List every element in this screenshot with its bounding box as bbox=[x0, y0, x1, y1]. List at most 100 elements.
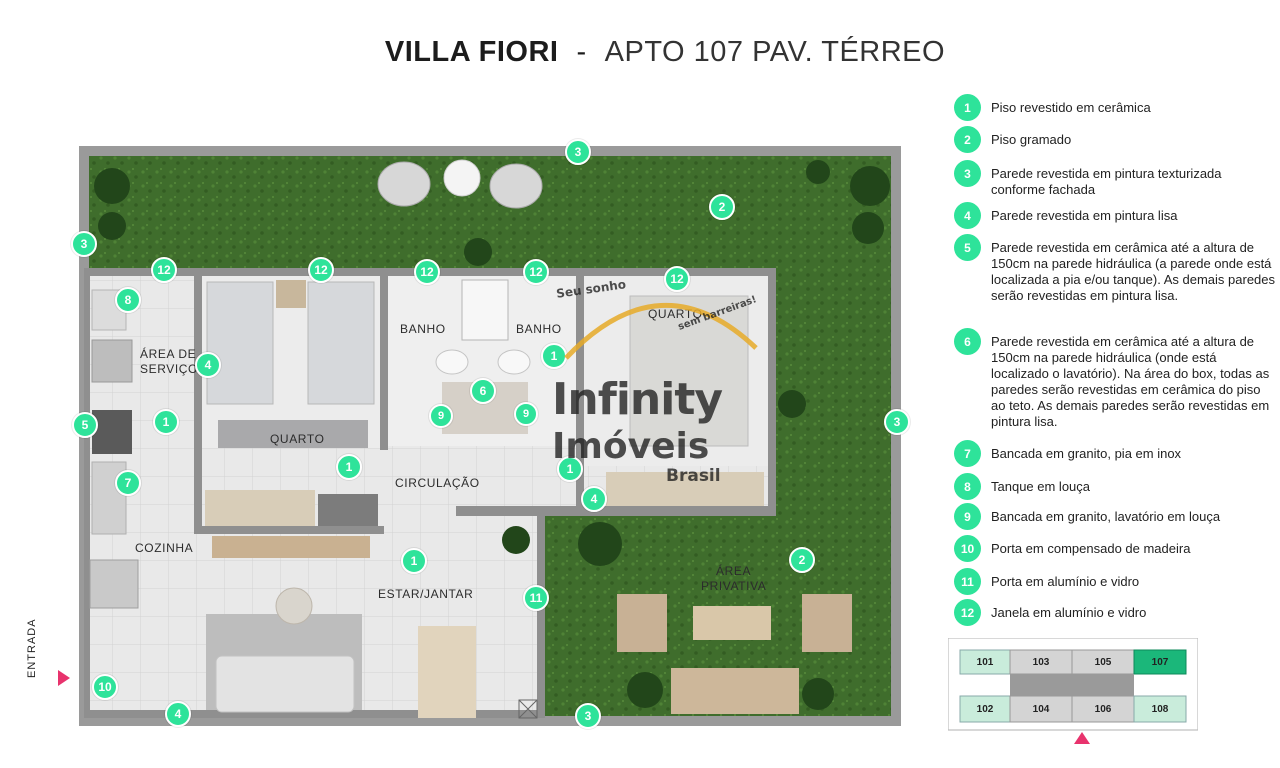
key-core bbox=[1010, 674, 1134, 696]
legend-badge: 9 bbox=[954, 503, 981, 530]
marker-12-c: 12 bbox=[414, 259, 440, 285]
key-unit-104: 104 bbox=[1032, 703, 1050, 715]
marker-12-e: 12 bbox=[664, 266, 690, 292]
legend-text: Piso gramado bbox=[991, 132, 1072, 147]
marker-3-top: 3 bbox=[565, 139, 591, 165]
legend-badge: 11 bbox=[954, 568, 981, 595]
marker-2-top: 2 bbox=[709, 194, 735, 220]
key-unit-105: 105 bbox=[1094, 656, 1112, 668]
marker-7: 7 bbox=[115, 470, 141, 496]
legend-badge: 10 bbox=[954, 535, 981, 562]
label-quarto-2: QUARTO bbox=[648, 307, 703, 321]
garden-table bbox=[443, 159, 481, 197]
legend-item-4: 4 Parede revestida em pintura lisa bbox=[954, 202, 1276, 229]
legend-item-2: 2 Piso gramado bbox=[954, 126, 1276, 153]
patio-sofa bbox=[671, 668, 799, 714]
marker-12-b: 12 bbox=[308, 257, 334, 283]
rug-bedroom-1 bbox=[218, 420, 368, 448]
marker-9-a: 9 bbox=[429, 404, 453, 428]
marker-2-bottom: 2 bbox=[789, 547, 815, 573]
legend-text: Janela em alumínio e vidro bbox=[991, 605, 1147, 620]
legend-badge: 2 bbox=[954, 126, 981, 153]
legend-item-11: 11 Porta em alumínio e vidro bbox=[954, 568, 1276, 595]
label-entrada: ENTRADA bbox=[26, 618, 38, 678]
legend-text: Porta em compensado de madeira bbox=[991, 541, 1191, 556]
marker-4-a: 4 bbox=[195, 352, 221, 378]
legend-item-3: 3 Parede revestida em pintura texturizada… bbox=[954, 160, 1276, 198]
legend-text: Parede revestida em pintura lisa bbox=[991, 208, 1178, 223]
label-area-privativa-2: PRIVATIVA bbox=[701, 579, 767, 593]
wardrobe-2 bbox=[606, 472, 764, 506]
marker-12-d: 12 bbox=[523, 259, 549, 285]
toilet-2 bbox=[497, 349, 531, 375]
patio-chair-2 bbox=[802, 594, 852, 652]
marker-1-e: 1 bbox=[401, 548, 427, 574]
legend-badge: 6 bbox=[954, 328, 981, 355]
key-unit-108: 108 bbox=[1151, 703, 1169, 715]
legend-badge: 3 bbox=[954, 160, 981, 187]
legend-text: Piso revestido em cerâmica bbox=[991, 100, 1151, 115]
legend-item-7: 7 Bancada em granito, pia em inox bbox=[954, 440, 1276, 467]
page-title: VILLA FIORI-APTO 107 PAV. TÉRREO bbox=[0, 36, 1280, 69]
key-plan-drawing bbox=[948, 638, 1198, 744]
label-area-privativa-1: ÁREA bbox=[716, 564, 752, 578]
label-estar-jantar: ESTAR/JANTAR bbox=[378, 587, 474, 601]
legend-text: Bancada em granito, lavatório em louça bbox=[991, 509, 1221, 524]
patio-chair-1 bbox=[617, 594, 667, 652]
utility-box bbox=[518, 699, 538, 719]
key-unit-105-shape bbox=[1071, 649, 1135, 675]
marker-5: 5 bbox=[72, 412, 98, 438]
dining-table bbox=[418, 626, 476, 718]
nightstand bbox=[276, 280, 306, 308]
marker-4-b: 4 bbox=[581, 486, 607, 512]
key-unit-103: 103 bbox=[1032, 656, 1050, 668]
marker-4-c: 4 bbox=[165, 701, 191, 727]
label-quarto-1: QUARTO bbox=[270, 432, 325, 446]
key-unit-108-shape bbox=[1133, 695, 1187, 723]
floor-plan-drawing bbox=[79, 146, 901, 726]
floor-plan: BANHO BANHO QUARTO QUARTO ÁREA DE SERVIÇ… bbox=[26, 139, 910, 729]
shrubs bbox=[94, 160, 890, 710]
sofa bbox=[215, 655, 355, 713]
label-banho-1: BANHO bbox=[400, 322, 446, 336]
key-plan: 101 103 105 107 102 104 106 108 bbox=[948, 638, 1198, 748]
marker-9-b: 9 bbox=[514, 402, 538, 426]
title-separator: - bbox=[576, 36, 587, 68]
garden-chair-1 bbox=[377, 161, 431, 207]
marker-3-bottom: 3 bbox=[575, 703, 601, 729]
legend-item-5: 5 Parede revestida em cerâmica até a altu… bbox=[954, 234, 1276, 304]
toilet-1 bbox=[435, 349, 469, 375]
legend-badge: 5 bbox=[954, 234, 981, 261]
legend-badge: 4 bbox=[954, 202, 981, 229]
label-area-servico-1: ÁREA DE bbox=[140, 347, 197, 361]
utility-box-cross bbox=[518, 699, 538, 719]
label-circulacao: CIRCULAÇÃO bbox=[395, 476, 480, 490]
key-unit-101-shape bbox=[959, 649, 1011, 675]
legend-item-1: 1 Piso revestido em cerâmica bbox=[954, 94, 1276, 121]
marker-8: 8 bbox=[115, 287, 141, 313]
key-unit-102: 102 bbox=[976, 703, 994, 715]
key-unit-107: 107 bbox=[1151, 656, 1169, 668]
coffee-table bbox=[275, 587, 313, 625]
key-unit-106: 106 bbox=[1094, 703, 1112, 715]
desk bbox=[318, 494, 378, 526]
marker-1-b: 1 bbox=[541, 343, 567, 369]
marker-1-d: 1 bbox=[557, 456, 583, 482]
legend-text: Parede revestida em cerâmica até a altur… bbox=[991, 240, 1276, 303]
legend-text: Parede revestida em pintura texturizada … bbox=[991, 166, 1222, 197]
marker-1-c: 1 bbox=[336, 454, 362, 480]
legend-text: Porta em alumínio e vidro bbox=[991, 574, 1140, 589]
legend-item-9: 9 Bancada em granito, lavatório em louça bbox=[954, 503, 1276, 530]
label-cozinha: COZINHA bbox=[135, 541, 194, 555]
legend-badge: 8 bbox=[954, 473, 981, 500]
key-entrance-arrow-icon bbox=[1074, 732, 1090, 744]
legend-badge: 1 bbox=[954, 94, 981, 121]
key-unit-107-shape bbox=[1133, 649, 1187, 675]
legend-badge: 7 bbox=[954, 440, 981, 467]
legend-text: Bancada em granito, pia em inox bbox=[991, 446, 1182, 461]
washer bbox=[91, 339, 133, 383]
marker-6: 6 bbox=[470, 378, 496, 404]
